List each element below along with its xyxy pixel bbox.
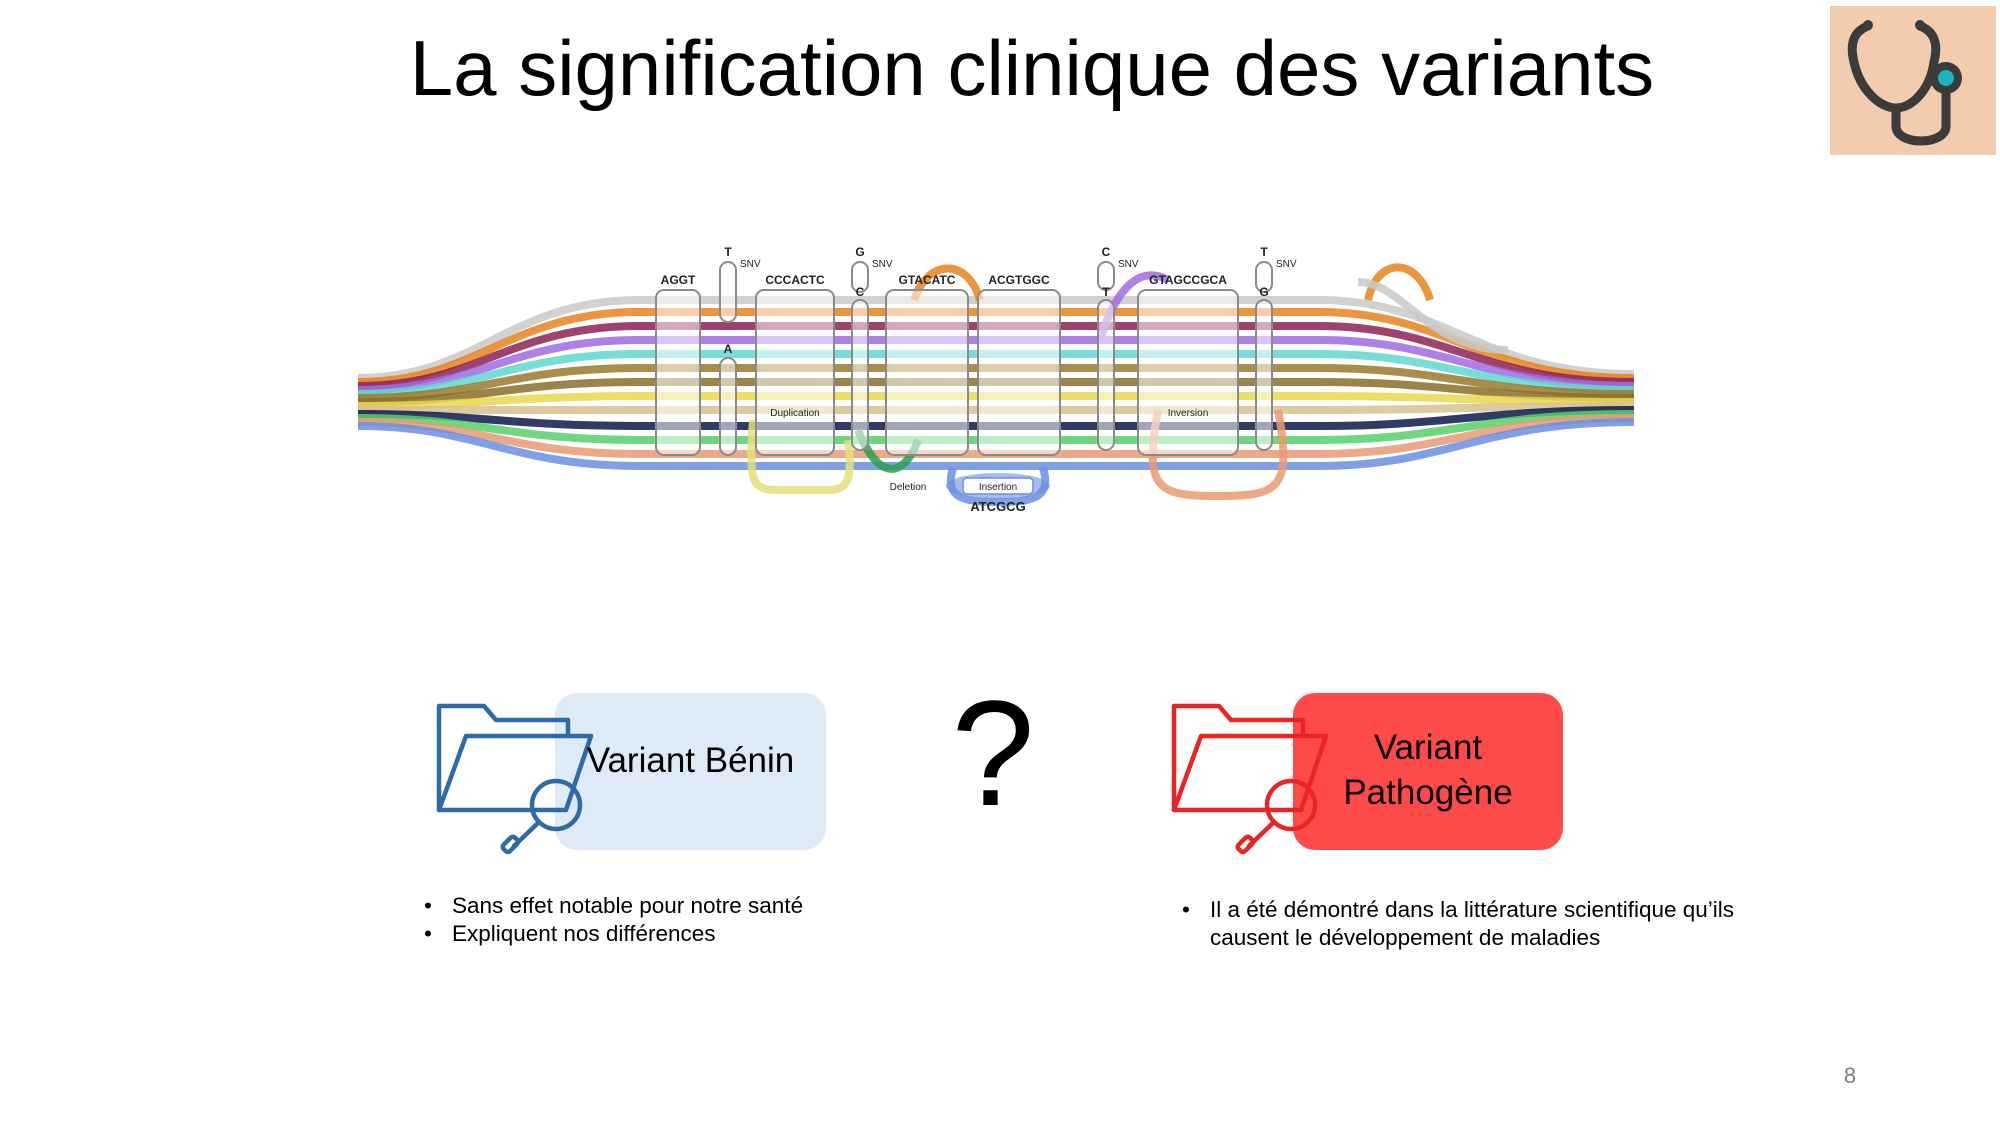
- stethoscope-icon: [1847, 20, 1962, 146]
- benign-bullet-list: Sans effet notable pour notre santé Expl…: [424, 892, 803, 948]
- snv-label-1: SNV: [740, 259, 761, 270]
- list-item: Expliquent nos différences: [424, 920, 803, 948]
- segment-gtacatc: GTACATC: [899, 273, 956, 287]
- slide-title: La signification clinique des variants: [409, 24, 1655, 112]
- allele-1: T: [724, 245, 732, 259]
- allele-6: T: [1102, 285, 1110, 299]
- pathogenic-variant-box: [1293, 693, 1563, 850]
- inversion-label: Inversion: [1168, 408, 1209, 419]
- allele-5: C: [1102, 245, 1111, 259]
- benign-variant-label: Variant Bénin: [586, 741, 795, 780]
- allele-7: T: [1260, 245, 1268, 259]
- allele-2: A: [724, 342, 733, 356]
- question-mark: ?: [951, 669, 1035, 837]
- segment-gtagccgca: GTAGCCGCA: [1149, 273, 1227, 287]
- page-number: 8: [1843, 1063, 1857, 1088]
- deletion-label: Deletion: [890, 482, 927, 493]
- stethoscope-badge: [1830, 6, 1996, 155]
- duplication-label: Duplication: [770, 408, 819, 419]
- folder-search-icon: [1171, 703, 1329, 855]
- allele-4: C: [856, 285, 865, 299]
- snv-label-3: SNV: [1118, 259, 1139, 270]
- insertion-sequence: ATCGCG: [970, 499, 1025, 514]
- insertion-label: Insertion: [979, 482, 1017, 493]
- pathogenic-bullet-list: Il a été démontré dans la littérature sc…: [1182, 896, 1742, 952]
- pathogenic-variant-label: Variant Pathogène: [1343, 728, 1513, 812]
- list-item: Il a été démontré dans la littérature sc…: [1182, 896, 1742, 952]
- allele-8: G: [1259, 285, 1268, 299]
- variation-graph: AGGT CCCACTC GTACATC ACGTGGC GTAGCCGCA T…: [358, 245, 1634, 514]
- allele-3: G: [855, 245, 864, 259]
- list-item: Sans effet notable pour notre santé: [424, 892, 803, 920]
- snv-label-4: SNV: [1276, 259, 1297, 270]
- segment-aggt: AGGT: [661, 273, 696, 287]
- snv-label-2: SNV: [872, 259, 893, 270]
- benign-variant-box: [555, 693, 826, 850]
- segment-acgtggc: ACGTGGC: [988, 273, 1050, 287]
- folder-search-icon: [436, 703, 594, 855]
- segment-cccactc: CCCACTC: [765, 273, 825, 287]
